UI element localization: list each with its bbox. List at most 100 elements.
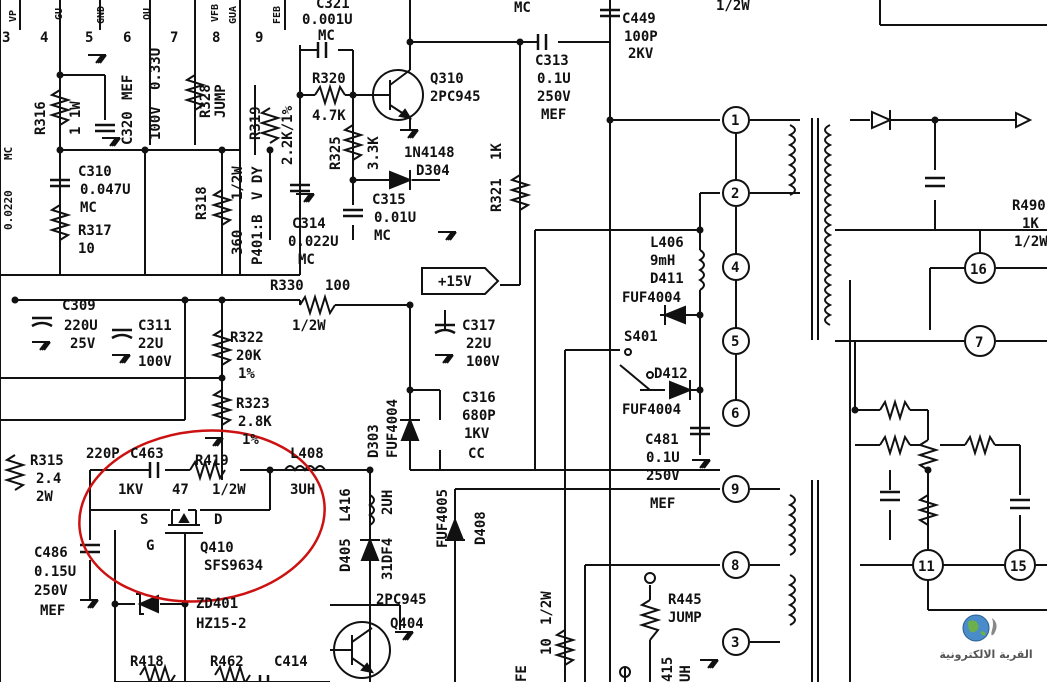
transformer-pins (722, 106, 1036, 656)
c481-label: C481 (645, 432, 679, 448)
c321-type: MC (318, 28, 335, 44)
c316-type: CC (468, 446, 485, 462)
rpin-16: 16 (970, 262, 987, 278)
gnd-11 (80, 599, 99, 609)
q410-type: SFS9634 (204, 558, 263, 574)
c486-label: C486 (34, 545, 68, 561)
r445-terminal-top (644, 572, 656, 584)
gnd-3 (400, 129, 419, 139)
r445-type: JUMP (668, 610, 702, 626)
primary-winding (787, 124, 796, 196)
tpin-3: 3 (731, 635, 739, 651)
tpin-6: 6 (731, 406, 739, 422)
d408-type: FUF4005 (435, 489, 451, 548)
d303-type: FUF4004 (385, 399, 401, 458)
pin-5: 5 (85, 30, 93, 46)
pin-4: 4 (40, 30, 48, 46)
c463-voltage: 1KV (118, 482, 144, 498)
r320-symbol (314, 83, 346, 107)
r320-value: 4.7K (312, 108, 346, 124)
tpin-4: 4 (731, 260, 739, 276)
r418-label: R418 (130, 654, 164, 670)
top-vfb: VFB (210, 4, 221, 22)
mef-left: MEF (120, 75, 136, 100)
watermark-text: القرية الالكترونية (939, 648, 1033, 661)
v100: 100V (148, 106, 164, 140)
bottom-415: 415 (660, 657, 676, 682)
c316-label: C316 (462, 390, 496, 406)
q404-label: Q404 (390, 616, 424, 632)
l416-label: L416 (338, 488, 354, 522)
d412-type: FUF4004 (622, 402, 681, 418)
l416-symbol (368, 494, 375, 526)
l408-symbol (284, 465, 326, 472)
d405-label: D405 (338, 538, 354, 572)
c315-label: C315 (372, 192, 406, 208)
r330-symbol (299, 293, 336, 317)
gnd-2 (102, 137, 121, 147)
r319-value: 2.2K/1% (280, 105, 296, 165)
r325-symbol (341, 124, 365, 161)
d408-label: D408 (473, 511, 489, 545)
d411-type: FUF4004 (622, 290, 681, 306)
r317-symbol (48, 204, 72, 241)
r315-symbol (3, 454, 27, 491)
q410-d: D (214, 512, 222, 528)
tpin-8: 8 (731, 558, 739, 574)
resistors (3, 74, 996, 686)
c311-value: 22U (138, 336, 163, 352)
l416-value: 2UH (380, 490, 396, 515)
r-right-2 (879, 433, 911, 457)
rpin-15: 15 (1010, 559, 1027, 575)
r317-value: 10 (78, 241, 95, 257)
gnd-10 (692, 459, 711, 469)
d304-type: 1N4148 (404, 145, 455, 161)
c314-type: MC (298, 252, 315, 268)
r-right-1 (879, 398, 911, 422)
r318-label: R318 (194, 186, 210, 220)
gnd-13 (700, 659, 719, 669)
c486-value: 0.15U (34, 564, 76, 580)
r318-vdy: V DY (250, 166, 266, 200)
c463-label: C463 (130, 446, 164, 462)
d412-symbol (669, 380, 693, 400)
r321-label: R321 (489, 178, 505, 212)
c313-value: 0.1U (537, 71, 571, 87)
tpin-5: 5 (731, 334, 739, 350)
c481-value: 0.1U (646, 450, 680, 466)
v0022: 0.0220 (2, 190, 15, 230)
r-right-4 (964, 433, 996, 457)
plus15v-flag (421, 267, 500, 295)
d405-type: 31DF4 (380, 538, 396, 580)
pin-8: 8 (212, 30, 220, 46)
c321-label: C321 (316, 0, 350, 12)
d304-symbol (389, 170, 413, 190)
top-out: OU (142, 8, 153, 20)
ground-symbols (32, 54, 719, 669)
r323-symbol (210, 389, 234, 426)
c310-type: MC (80, 200, 97, 216)
tpin-1: 1 (731, 113, 739, 129)
zd401-label: ZD401 (196, 596, 238, 612)
gnd-8 (435, 354, 454, 364)
r330-w: 1/2W (292, 318, 326, 334)
c486-type: MEF (40, 603, 65, 619)
r330-value: 100 (325, 278, 350, 294)
r322-value: 20K (236, 348, 262, 364)
c481-voltage: 250V (646, 468, 680, 484)
w12-top: 1/2W (716, 0, 750, 14)
bottom-10: 10 (539, 638, 555, 655)
r321-value: 1K (489, 143, 505, 160)
pin-7: 7 (170, 30, 178, 46)
l406-label: L406 (650, 235, 684, 251)
q310-symbol (372, 69, 424, 121)
q410-g: G (146, 538, 154, 554)
rpin-11: 11 (918, 559, 935, 575)
c486-voltage: 250V (34, 583, 68, 599)
r418-symbol (139, 663, 176, 686)
c309-voltage: 25V (70, 336, 96, 352)
l408-value: 3UH (290, 482, 315, 498)
c449-label: C449 (622, 11, 656, 27)
